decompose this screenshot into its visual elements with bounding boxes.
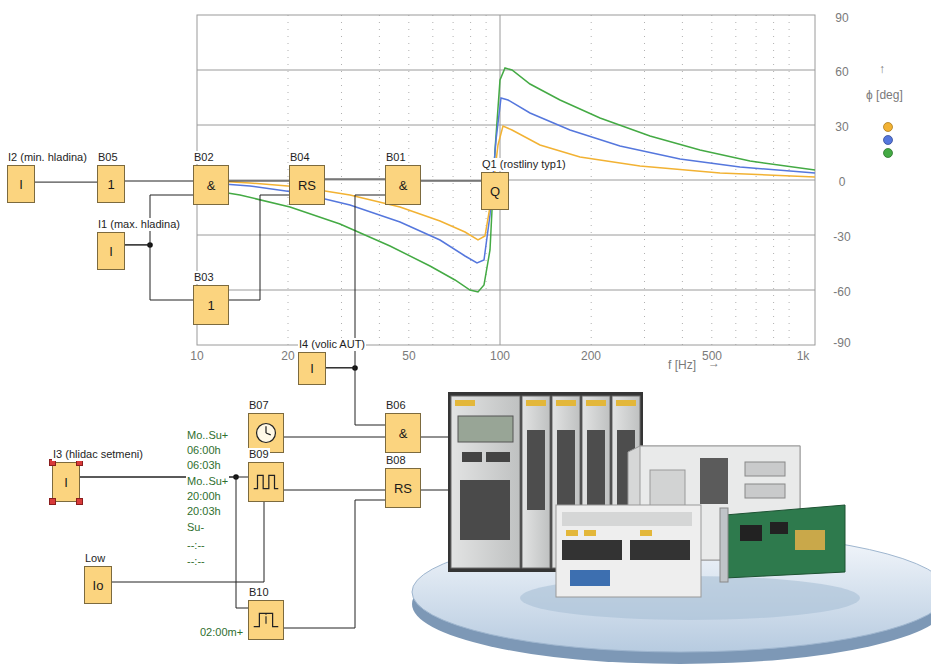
parameter-text: 06:00h <box>186 443 222 457</box>
axis-label: 10 <box>190 349 203 363</box>
legend-dot <box>884 136 893 145</box>
block-label: Low <box>84 552 106 565</box>
axis-label: ↑ <box>879 62 885 76</box>
block-label: B08 <box>385 454 407 467</box>
signal-wire <box>229 181 289 182</box>
axis-label: -90 <box>833 336 850 350</box>
legend-dot <box>884 123 893 132</box>
signal-wire <box>284 500 385 628</box>
block-symbol-text: & <box>194 166 228 204</box>
axis-label: 1k <box>797 349 810 363</box>
signal-wire <box>326 368 385 425</box>
signal-wire <box>35 182 97 183</box>
axis-label: f [Hz] <box>668 358 696 372</box>
not-block: B051 <box>97 165 125 203</box>
input-block: I3 (hlidac setmeni)I <box>52 462 80 502</box>
parameter-text: Mo..Su+ <box>186 428 229 442</box>
phase-curve <box>197 68 815 292</box>
signal-wire <box>229 195 289 300</box>
axis-label: → <box>708 356 720 370</box>
pulse-block: B09 <box>248 462 284 502</box>
block-symbol-text: I <box>299 353 325 384</box>
signal-wire <box>112 502 264 582</box>
input-block: I2 (min. hladina)I <box>7 165 35 203</box>
not-block: B031 <box>193 285 229 325</box>
block-label: B06 <box>385 399 407 412</box>
block-label: B05 <box>97 151 119 164</box>
axis-label: 200 <box>581 349 601 363</box>
signal-wire <box>80 477 248 608</box>
parameter-text: Mo..Su+ <box>186 474 229 488</box>
phase-curve <box>197 126 815 240</box>
parameter-text: 02:00m+ <box>199 625 244 639</box>
signal-wire <box>125 181 193 182</box>
selection-handle <box>49 498 56 505</box>
block-symbol-text: 1 <box>194 286 228 324</box>
block-label: I2 (min. hladina) <box>7 151 88 164</box>
block-label: B07 <box>248 399 270 412</box>
signal-wire <box>284 490 385 491</box>
block-symbol-text: I <box>53 463 79 501</box>
block-label: I3 (hlidac setmeni) <box>52 448 144 461</box>
block-label: B04 <box>289 151 311 164</box>
legend-dot <box>884 149 893 158</box>
block-symbol <box>249 463 283 501</box>
junction-dot <box>147 242 358 480</box>
rs-flipflop-block: B04RS <box>289 165 325 205</box>
input-block: I1 (max. hladina)I <box>97 232 125 270</box>
major-grid <box>197 15 815 345</box>
block-label: B01 <box>385 151 407 164</box>
block-symbol-text: Io <box>85 567 111 603</box>
selection-handle <box>76 498 83 505</box>
block-label: B10 <box>248 586 270 599</box>
rs-flipflop-block: B08RS <box>385 468 421 508</box>
parameter-text: Su- <box>186 520 205 534</box>
signal-wire <box>125 245 193 300</box>
and-block: B01& <box>385 165 421 205</box>
block-symbol-text: & <box>386 166 420 204</box>
axis-label: 100 <box>490 349 510 363</box>
block-symbol-text: I <box>8 166 34 202</box>
block-symbol <box>249 601 283 639</box>
axis-label: 50 <box>402 349 415 363</box>
parameter-text: 20:03h <box>186 504 222 518</box>
signal-wire <box>284 437 385 438</box>
input-block: I4 (volic AUT)I <box>298 352 326 385</box>
block-symbol-text: Q <box>482 173 508 209</box>
block-symbol <box>249 414 283 452</box>
block-label: B09 <box>248 448 270 461</box>
axis-label: -30 <box>833 230 850 244</box>
constant-block: LowIo <box>84 566 112 604</box>
block-symbol-text: I <box>98 233 124 269</box>
block-label: I1 (max. hladina) <box>97 218 181 231</box>
block-label: I4 (volic AUT) <box>298 338 366 351</box>
parameter-text: 06:03h <box>186 458 222 472</box>
signal-wire <box>325 179 385 180</box>
axis-label: -60 <box>833 285 850 299</box>
and-block: B02& <box>193 165 229 205</box>
output-block: Q1 (rostliny typ1)Q <box>481 172 509 210</box>
axis-label: 20 <box>281 349 294 363</box>
axis-label: 0 <box>839 175 846 189</box>
axis-label: ϕ [deg] <box>866 88 903 102</box>
block-symbol-text: & <box>386 414 420 452</box>
phase-curve <box>197 98 815 263</box>
signal-wire <box>421 181 481 182</box>
block-symbol-text: RS <box>290 166 324 204</box>
parameter-text: --:-- <box>186 538 206 552</box>
and-block: B06& <box>385 413 421 453</box>
block-label: B03 <box>193 271 215 284</box>
block-label: B02 <box>193 151 215 164</box>
timer-switch-block: B07 <box>248 413 284 453</box>
block-label: Q1 (rostliny typ1) <box>481 158 567 171</box>
parameter-text: 20:00h <box>186 489 222 503</box>
parameter-text: --:-- <box>186 554 206 568</box>
pulse-timer-block: B10 <box>248 600 284 640</box>
axis-label: 90 <box>835 11 848 25</box>
axis-label: 60 <box>835 65 848 79</box>
axis-label: 30 <box>835 120 848 134</box>
block-symbol-text: RS <box>386 469 420 507</box>
block-symbol-text: 1 <box>98 166 124 202</box>
